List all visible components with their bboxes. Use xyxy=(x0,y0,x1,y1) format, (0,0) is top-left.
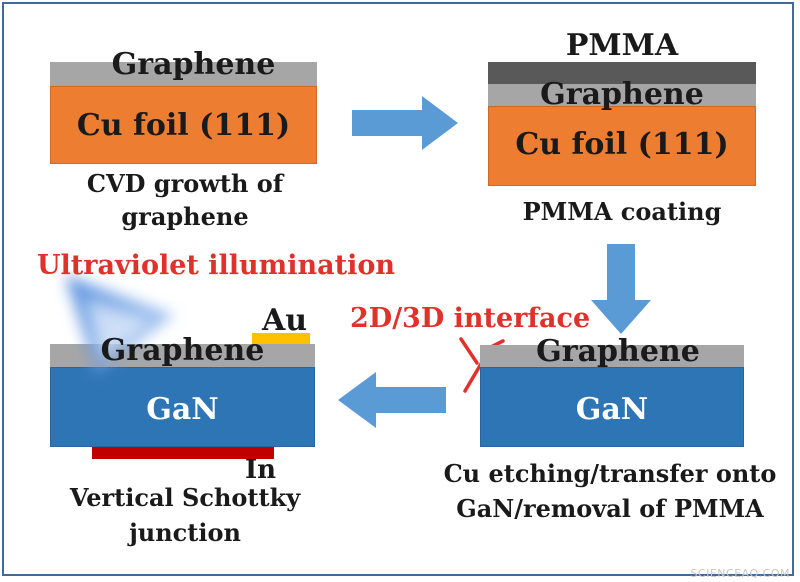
step3-gan-label: GaN xyxy=(575,392,649,427)
au-label: Au xyxy=(262,303,308,338)
step3-caption-line2: GaN/removal of PMMA xyxy=(456,494,764,523)
arrow-right-icon xyxy=(352,96,458,150)
step1-cu-foil-label: Cu foil (111) xyxy=(76,108,291,143)
step2-graphene-layer xyxy=(488,84,756,106)
step4-graphene-label: Graphene xyxy=(100,333,265,368)
in-label: In xyxy=(245,455,277,485)
step1-cu-foil-layer xyxy=(50,86,317,164)
arrow-left-icon xyxy=(338,372,446,428)
step3-caption-line1: Cu etching/transfer onto xyxy=(443,459,777,488)
step3-graphene-layer xyxy=(480,345,744,367)
au-contact xyxy=(252,333,310,344)
step3-gan-layer xyxy=(480,367,744,447)
step2-cu-foil-layer xyxy=(488,106,756,186)
interface-annotation: 2D/3D interface xyxy=(350,303,591,334)
step1-graphene-label: Graphene xyxy=(111,47,276,82)
step2-graphene-label: Graphene xyxy=(540,77,704,112)
step2-pmma-label: PMMA xyxy=(565,28,679,63)
step1-graphene-layer xyxy=(50,62,317,86)
step4-gan-layer xyxy=(50,367,315,447)
ultraviolet-light-icon xyxy=(65,275,175,375)
step1-caption-line1: CVD growth of xyxy=(86,169,284,198)
step4-caption-line2: junction xyxy=(129,518,241,547)
step1-caption-line2: graphene xyxy=(121,202,249,231)
step2-caption: PMMA coating xyxy=(522,197,722,226)
step4-caption-line1: Vertical Schottky xyxy=(69,483,301,512)
in-contact xyxy=(92,447,274,459)
step4-gan-label: GaN xyxy=(146,392,219,427)
step2-cu-foil-label: Cu foil (111) xyxy=(515,127,729,162)
diagram-frame xyxy=(2,2,794,576)
step2-pmma-layer xyxy=(488,62,756,84)
watermark: SCIENCEAQ.COM xyxy=(690,567,790,580)
step3-graphene-label: Graphene xyxy=(536,334,700,369)
uv-annotation: Ultraviolet illumination xyxy=(37,250,395,281)
arrow-down-icon xyxy=(591,244,651,334)
